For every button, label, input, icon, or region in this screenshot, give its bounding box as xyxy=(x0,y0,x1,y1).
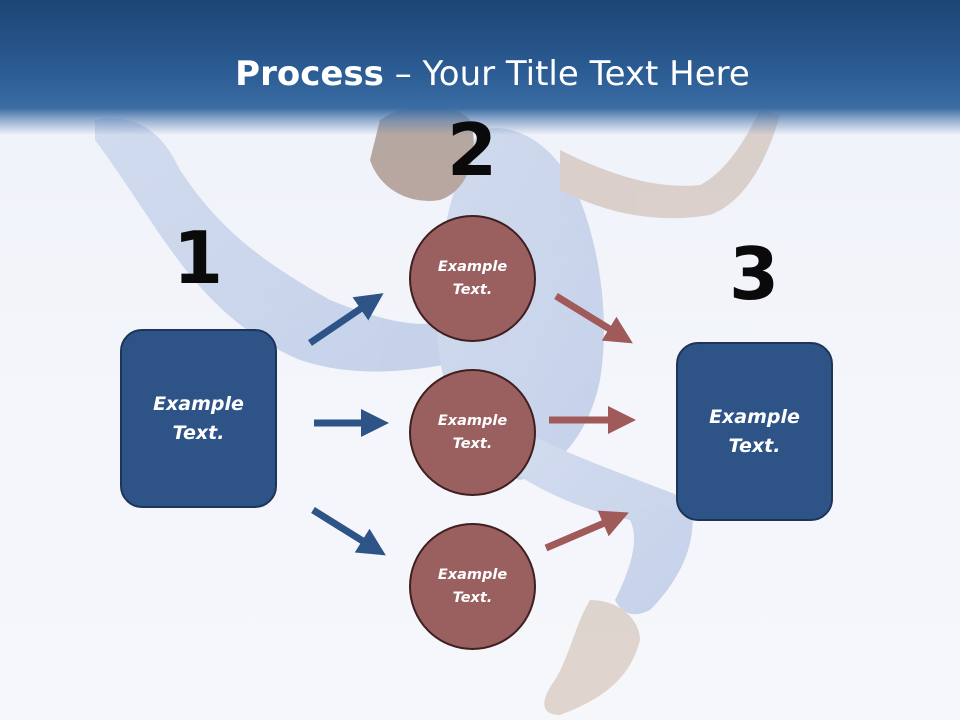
slide-title: Process – Your Title Text Here xyxy=(0,52,960,96)
step-number-2: 2 xyxy=(446,108,498,192)
arrow-down-right-icon xyxy=(311,507,386,556)
arrow-down-right-icon xyxy=(554,293,633,344)
title-bar xyxy=(0,0,960,135)
title-separator: – xyxy=(383,54,423,94)
arrow-up-right-icon xyxy=(308,293,384,346)
step-number-1: 1 xyxy=(172,216,224,300)
step-number-3: 3 xyxy=(728,232,780,316)
title-strong: Process xyxy=(235,54,384,94)
arrow-up-right-icon xyxy=(544,510,629,552)
title-rest: Your Title Text Here xyxy=(422,54,750,94)
